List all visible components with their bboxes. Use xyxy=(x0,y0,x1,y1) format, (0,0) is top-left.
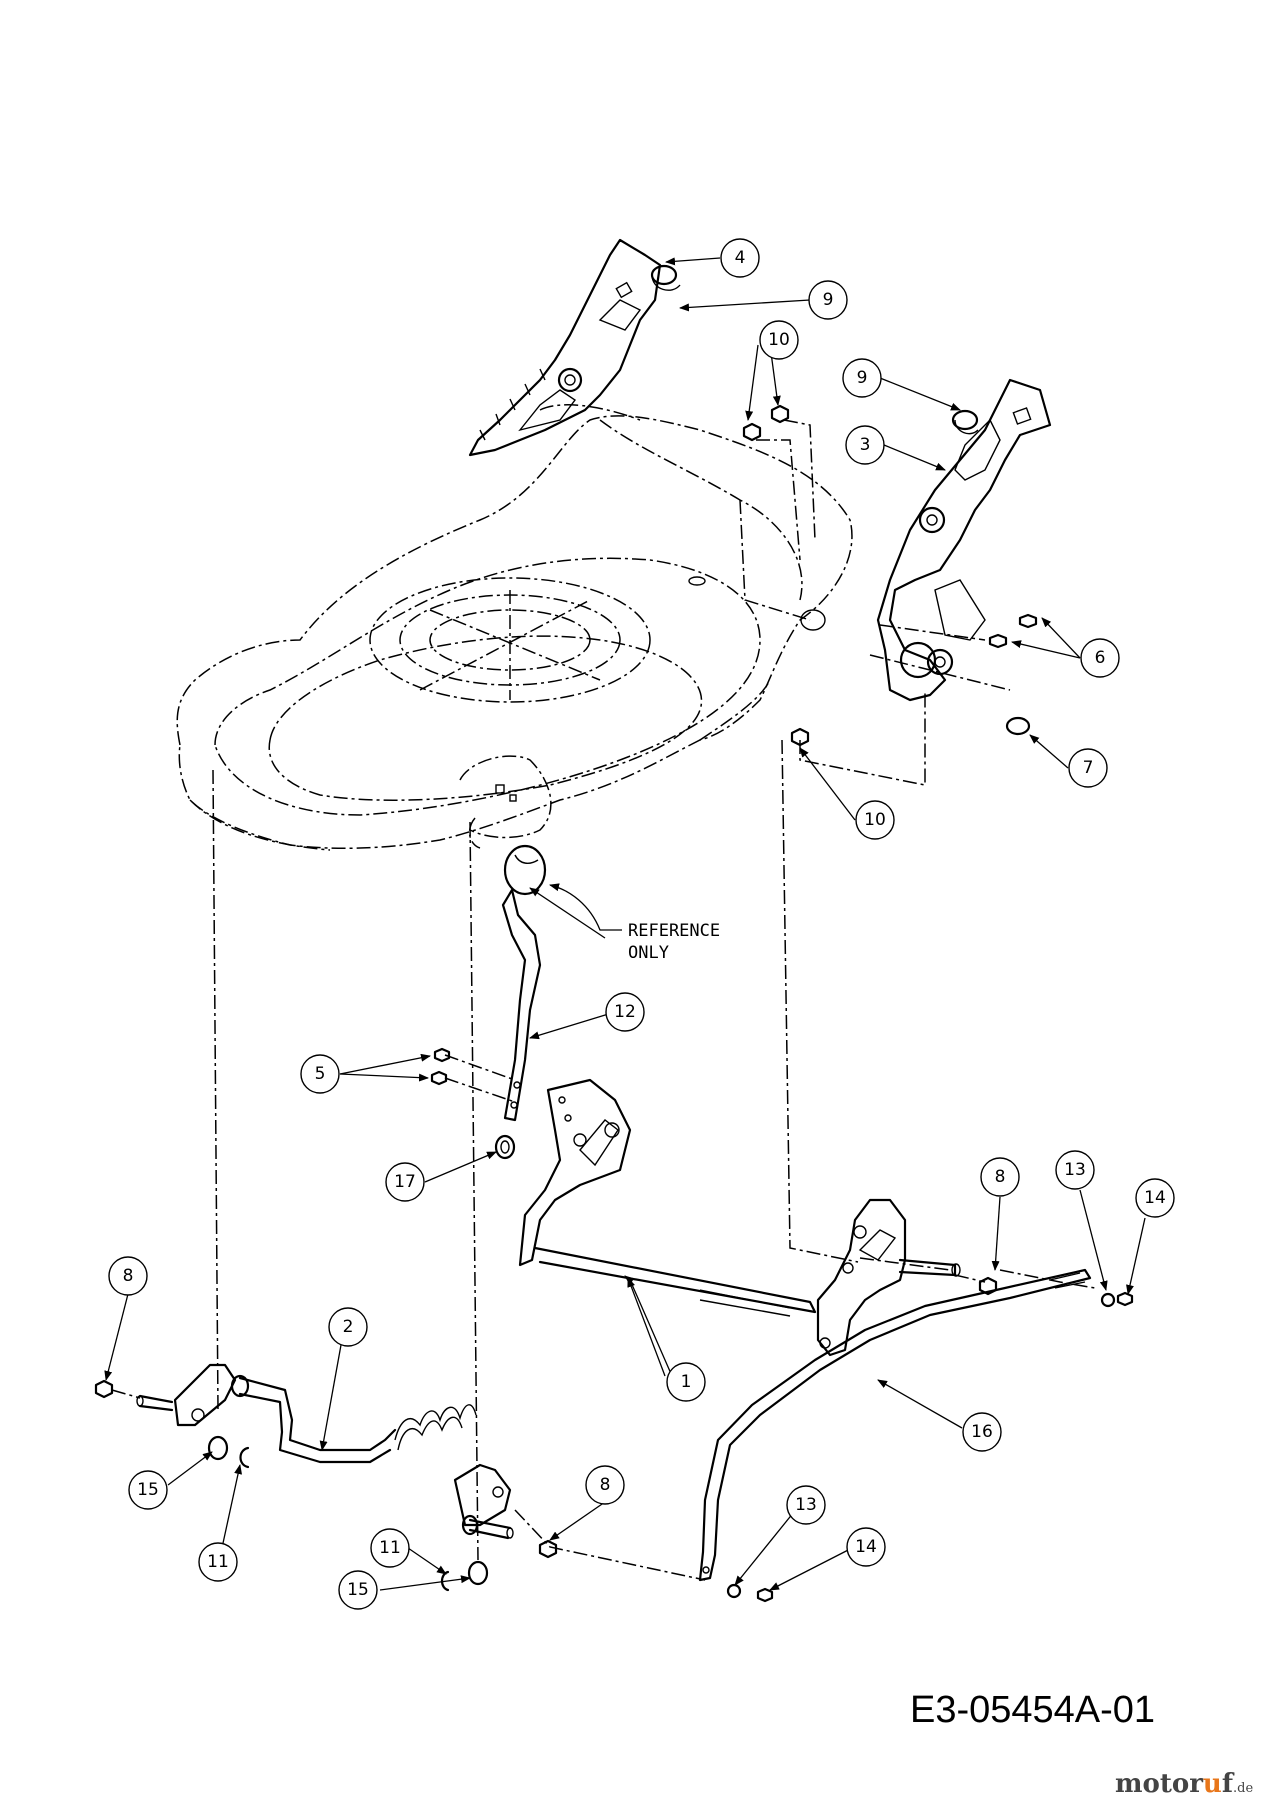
callout-label: 13 xyxy=(1064,1160,1086,1180)
logo-part-2: f xyxy=(1222,1769,1235,1799)
callout-10: 10 xyxy=(759,320,799,360)
callout-2: 2 xyxy=(328,1307,368,1347)
axle-assembly xyxy=(518,1078,961,1357)
callout-label: 2 xyxy=(343,1317,354,1337)
rear-axle-spring xyxy=(136,1363,514,1540)
callout-label: 7 xyxy=(1083,758,1094,778)
callout-8: 8 xyxy=(585,1465,625,1505)
height-adjust-lever xyxy=(501,844,547,1122)
reference-note: REFERENCE ONLY xyxy=(549,883,720,963)
mower-deck xyxy=(176,404,853,851)
callout-11: 11 xyxy=(370,1528,410,1568)
callout-8: 8 xyxy=(980,1157,1020,1197)
leader-lines xyxy=(104,257,1146,1591)
callout-11: 11 xyxy=(198,1542,238,1582)
callout-label: 15 xyxy=(137,1480,159,1500)
callout-label: 15 xyxy=(347,1580,369,1600)
callout-label: 6 xyxy=(1095,648,1106,668)
callout-label: 13 xyxy=(795,1495,817,1515)
callout-7: 7 xyxy=(1068,748,1108,788)
callout-label: 14 xyxy=(1144,1188,1166,1208)
callout-12: 12 xyxy=(605,992,645,1032)
callout-label: 11 xyxy=(379,1538,401,1558)
connecting-rod xyxy=(698,1268,1092,1582)
rear-height-bracket-right xyxy=(876,378,1052,702)
callout-8: 8 xyxy=(108,1256,148,1296)
callout-label: 10 xyxy=(768,330,790,350)
callout-label: 8 xyxy=(600,1475,611,1495)
callout-label: 16 xyxy=(971,1422,993,1442)
callout-4: 4 xyxy=(720,238,760,278)
callout-6: 6 xyxy=(1080,638,1120,678)
callout-label: 1 xyxy=(681,1372,692,1392)
callout-label: 14 xyxy=(855,1537,877,1557)
callout-label: 10 xyxy=(864,810,886,830)
logo-part-1: motor xyxy=(1115,1769,1203,1799)
reference-note-line-1: REFERENCE xyxy=(628,921,720,941)
callout-16: 16 xyxy=(962,1412,1002,1452)
callout-1: 1 xyxy=(666,1362,706,1402)
callout-label: 8 xyxy=(995,1167,1006,1187)
callout-15: 15 xyxy=(128,1470,168,1510)
callout-5: 5 xyxy=(300,1054,340,1094)
callout-17: 17 xyxy=(385,1162,425,1202)
rear-height-bracket-left xyxy=(468,238,662,457)
callout-label: 9 xyxy=(823,290,834,310)
callout-label: 8 xyxy=(123,1266,134,1286)
callout-15: 15 xyxy=(338,1570,378,1610)
callout-9: 9 xyxy=(842,358,882,398)
callout-label: 3 xyxy=(860,435,871,455)
callout-14: 14 xyxy=(1135,1178,1175,1218)
logo-suffix: .de xyxy=(1233,1781,1253,1796)
logo-accent: u xyxy=(1203,1769,1222,1799)
callout-13: 13 xyxy=(786,1485,826,1525)
callout-label: 17 xyxy=(394,1172,416,1192)
callout-label: 5 xyxy=(315,1064,326,1084)
callout-label: 12 xyxy=(614,1002,636,1022)
callout-3: 3 xyxy=(845,425,885,465)
callout-9: 9 xyxy=(808,280,848,320)
svg-text:motoruf.de: motoruf.de xyxy=(1115,1769,1253,1799)
callout-label: 11 xyxy=(207,1552,229,1572)
callout-14: 14 xyxy=(846,1527,886,1567)
motoruf-logo: motoruf.de xyxy=(1115,1769,1253,1799)
callout-label: 9 xyxy=(857,368,868,388)
callout-13: 13 xyxy=(1055,1150,1095,1190)
hardware xyxy=(94,264,1134,1603)
drawing-code: E3-05454A-01 xyxy=(910,1689,1155,1731)
callout-10: 10 xyxy=(855,800,895,840)
reference-note-line-2: ONLY xyxy=(628,943,669,963)
callout-label: 4 xyxy=(735,248,746,268)
